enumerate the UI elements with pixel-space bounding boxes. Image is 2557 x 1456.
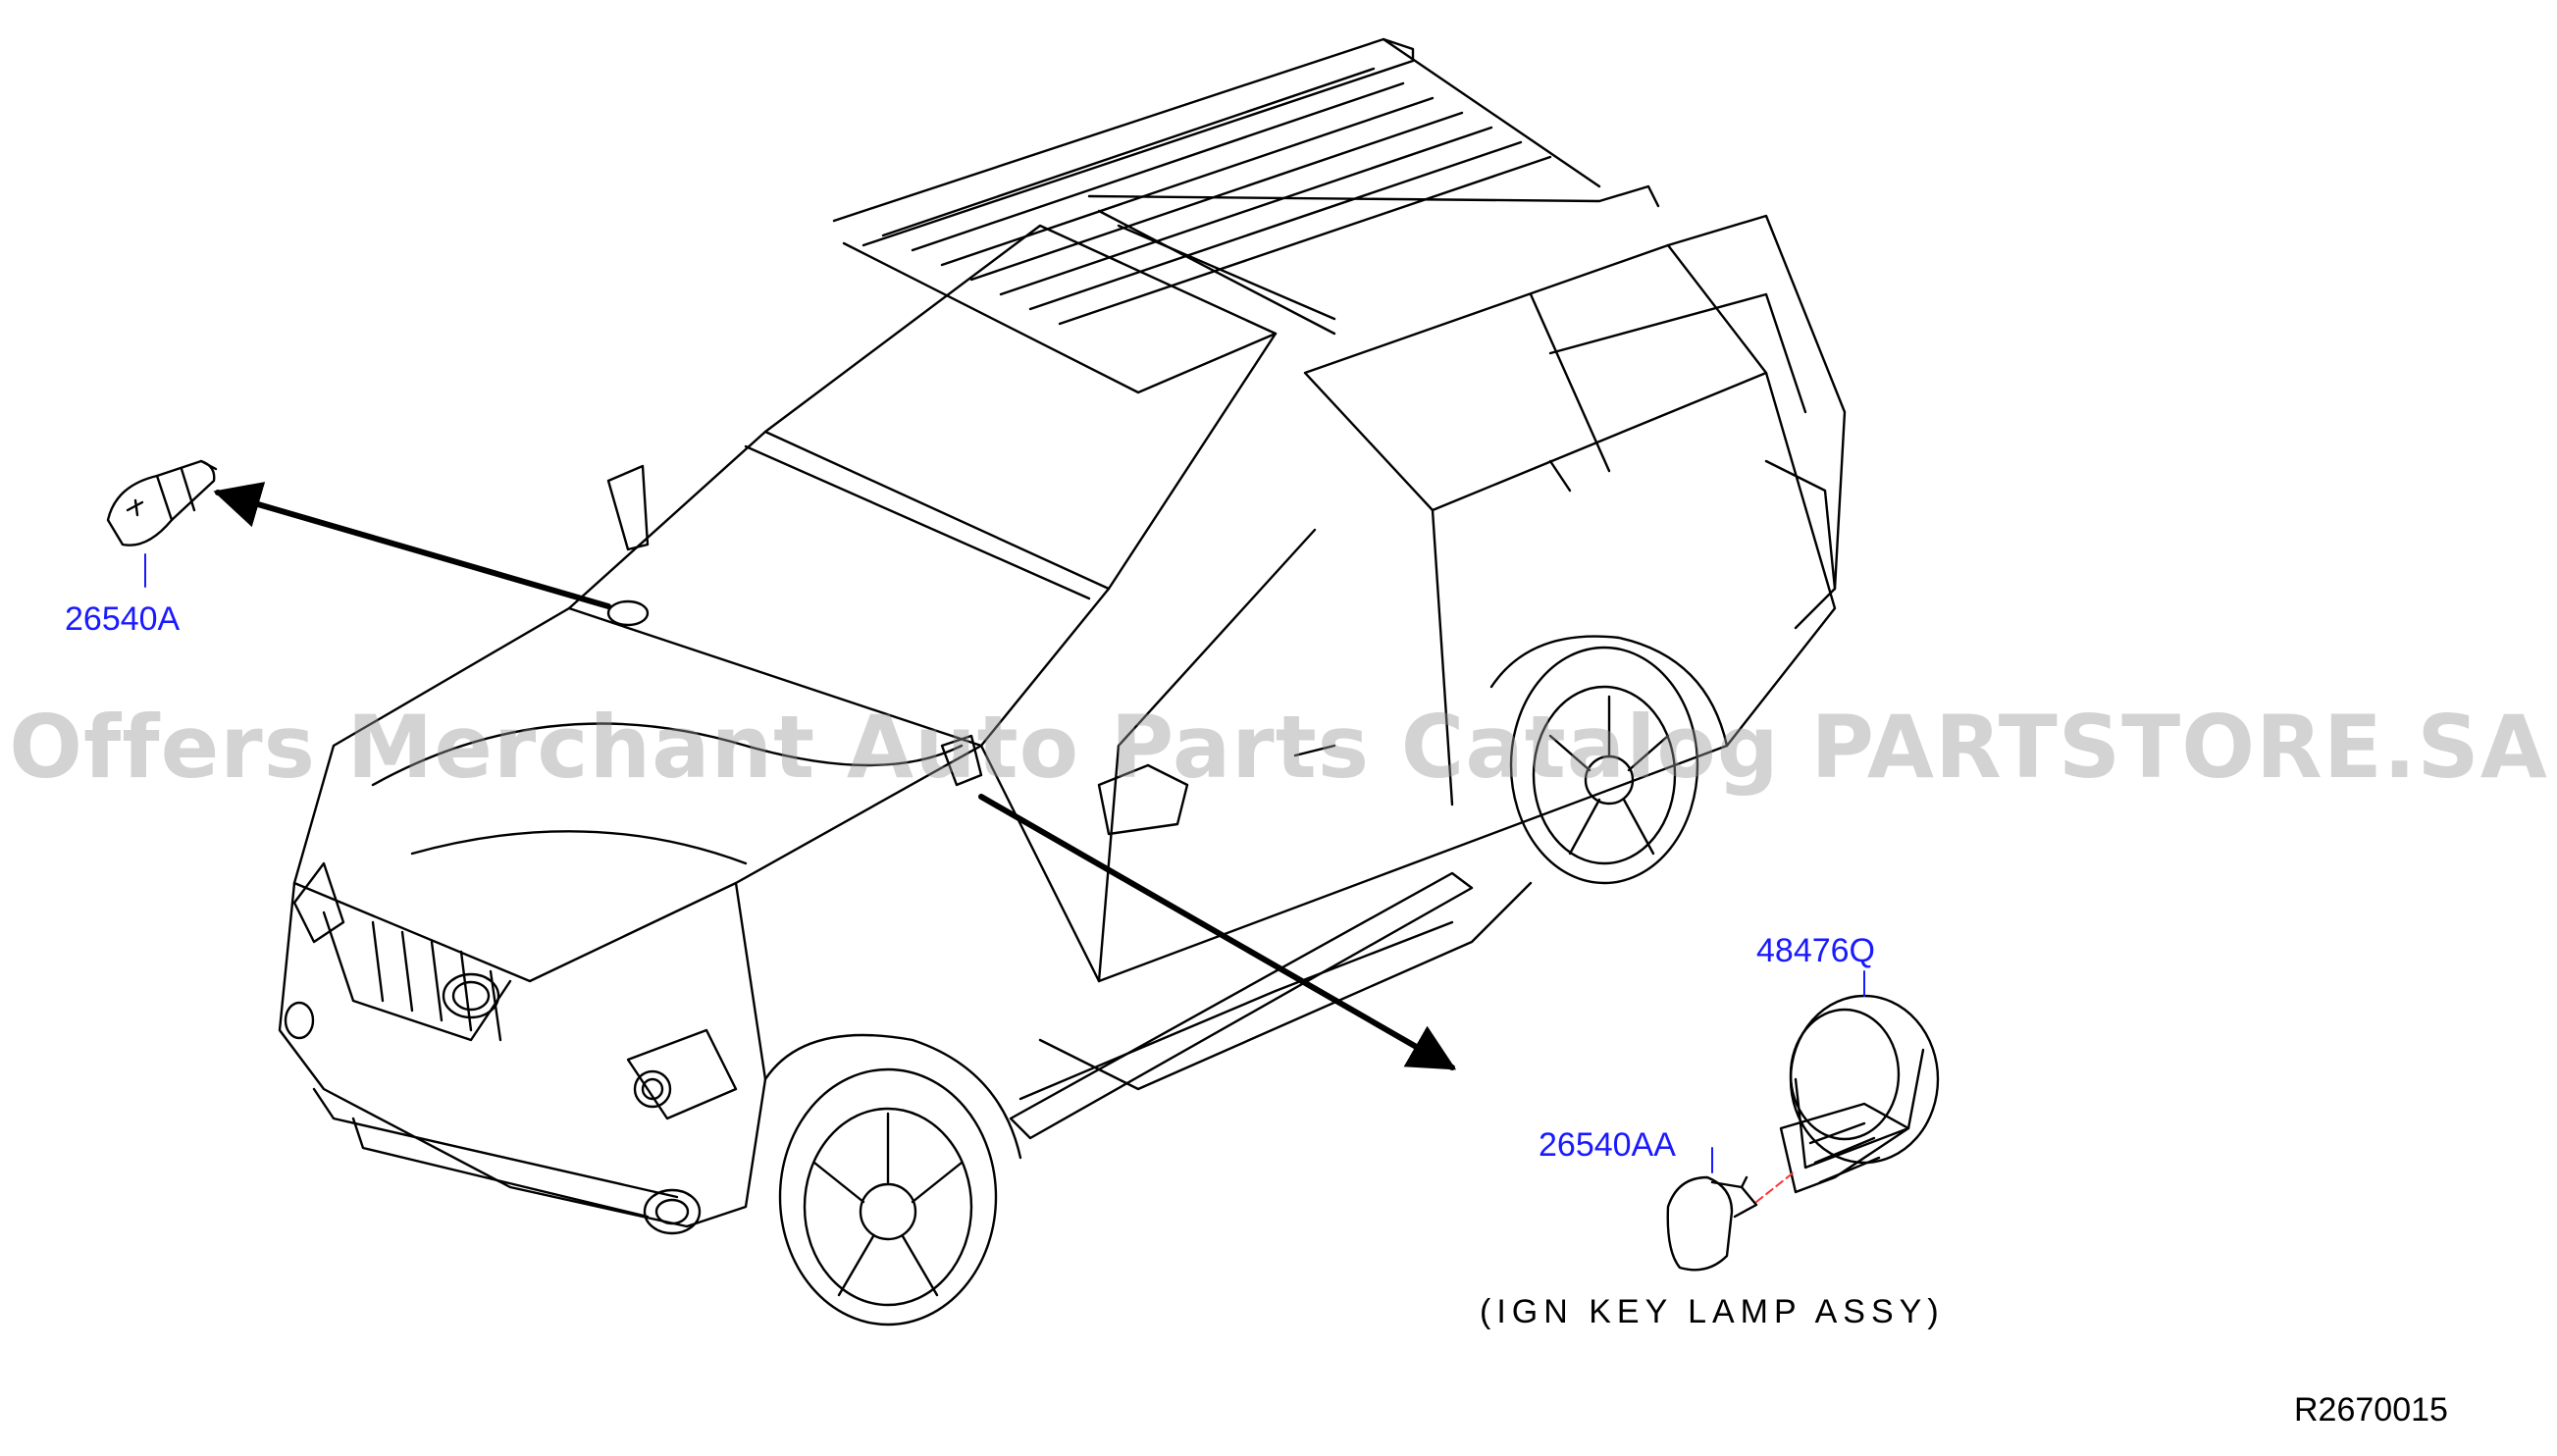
suv-body xyxy=(278,37,1847,1326)
part-number-label[interactable]: 26540AA xyxy=(1539,1126,1676,1164)
pointer-arrow-upper xyxy=(213,482,611,609)
watermark-text: Offers Merchant Auto Parts Catalog PARTS… xyxy=(9,697,2548,798)
diagram-reference-code: R2670015 xyxy=(2294,1391,2448,1429)
assembly-caption: (IGN KEY LAMP ASSY) xyxy=(1480,1293,1945,1330)
bulb-part-upper xyxy=(106,459,218,588)
socket-assembly-part xyxy=(1779,970,1940,1194)
pointer-arrow-lower xyxy=(978,794,1457,1070)
part-number-label[interactable]: 26540A xyxy=(65,600,181,638)
part-number-label[interactable]: 48476Q xyxy=(1756,932,1875,969)
wedge-bulb-part xyxy=(1666,1147,1795,1272)
